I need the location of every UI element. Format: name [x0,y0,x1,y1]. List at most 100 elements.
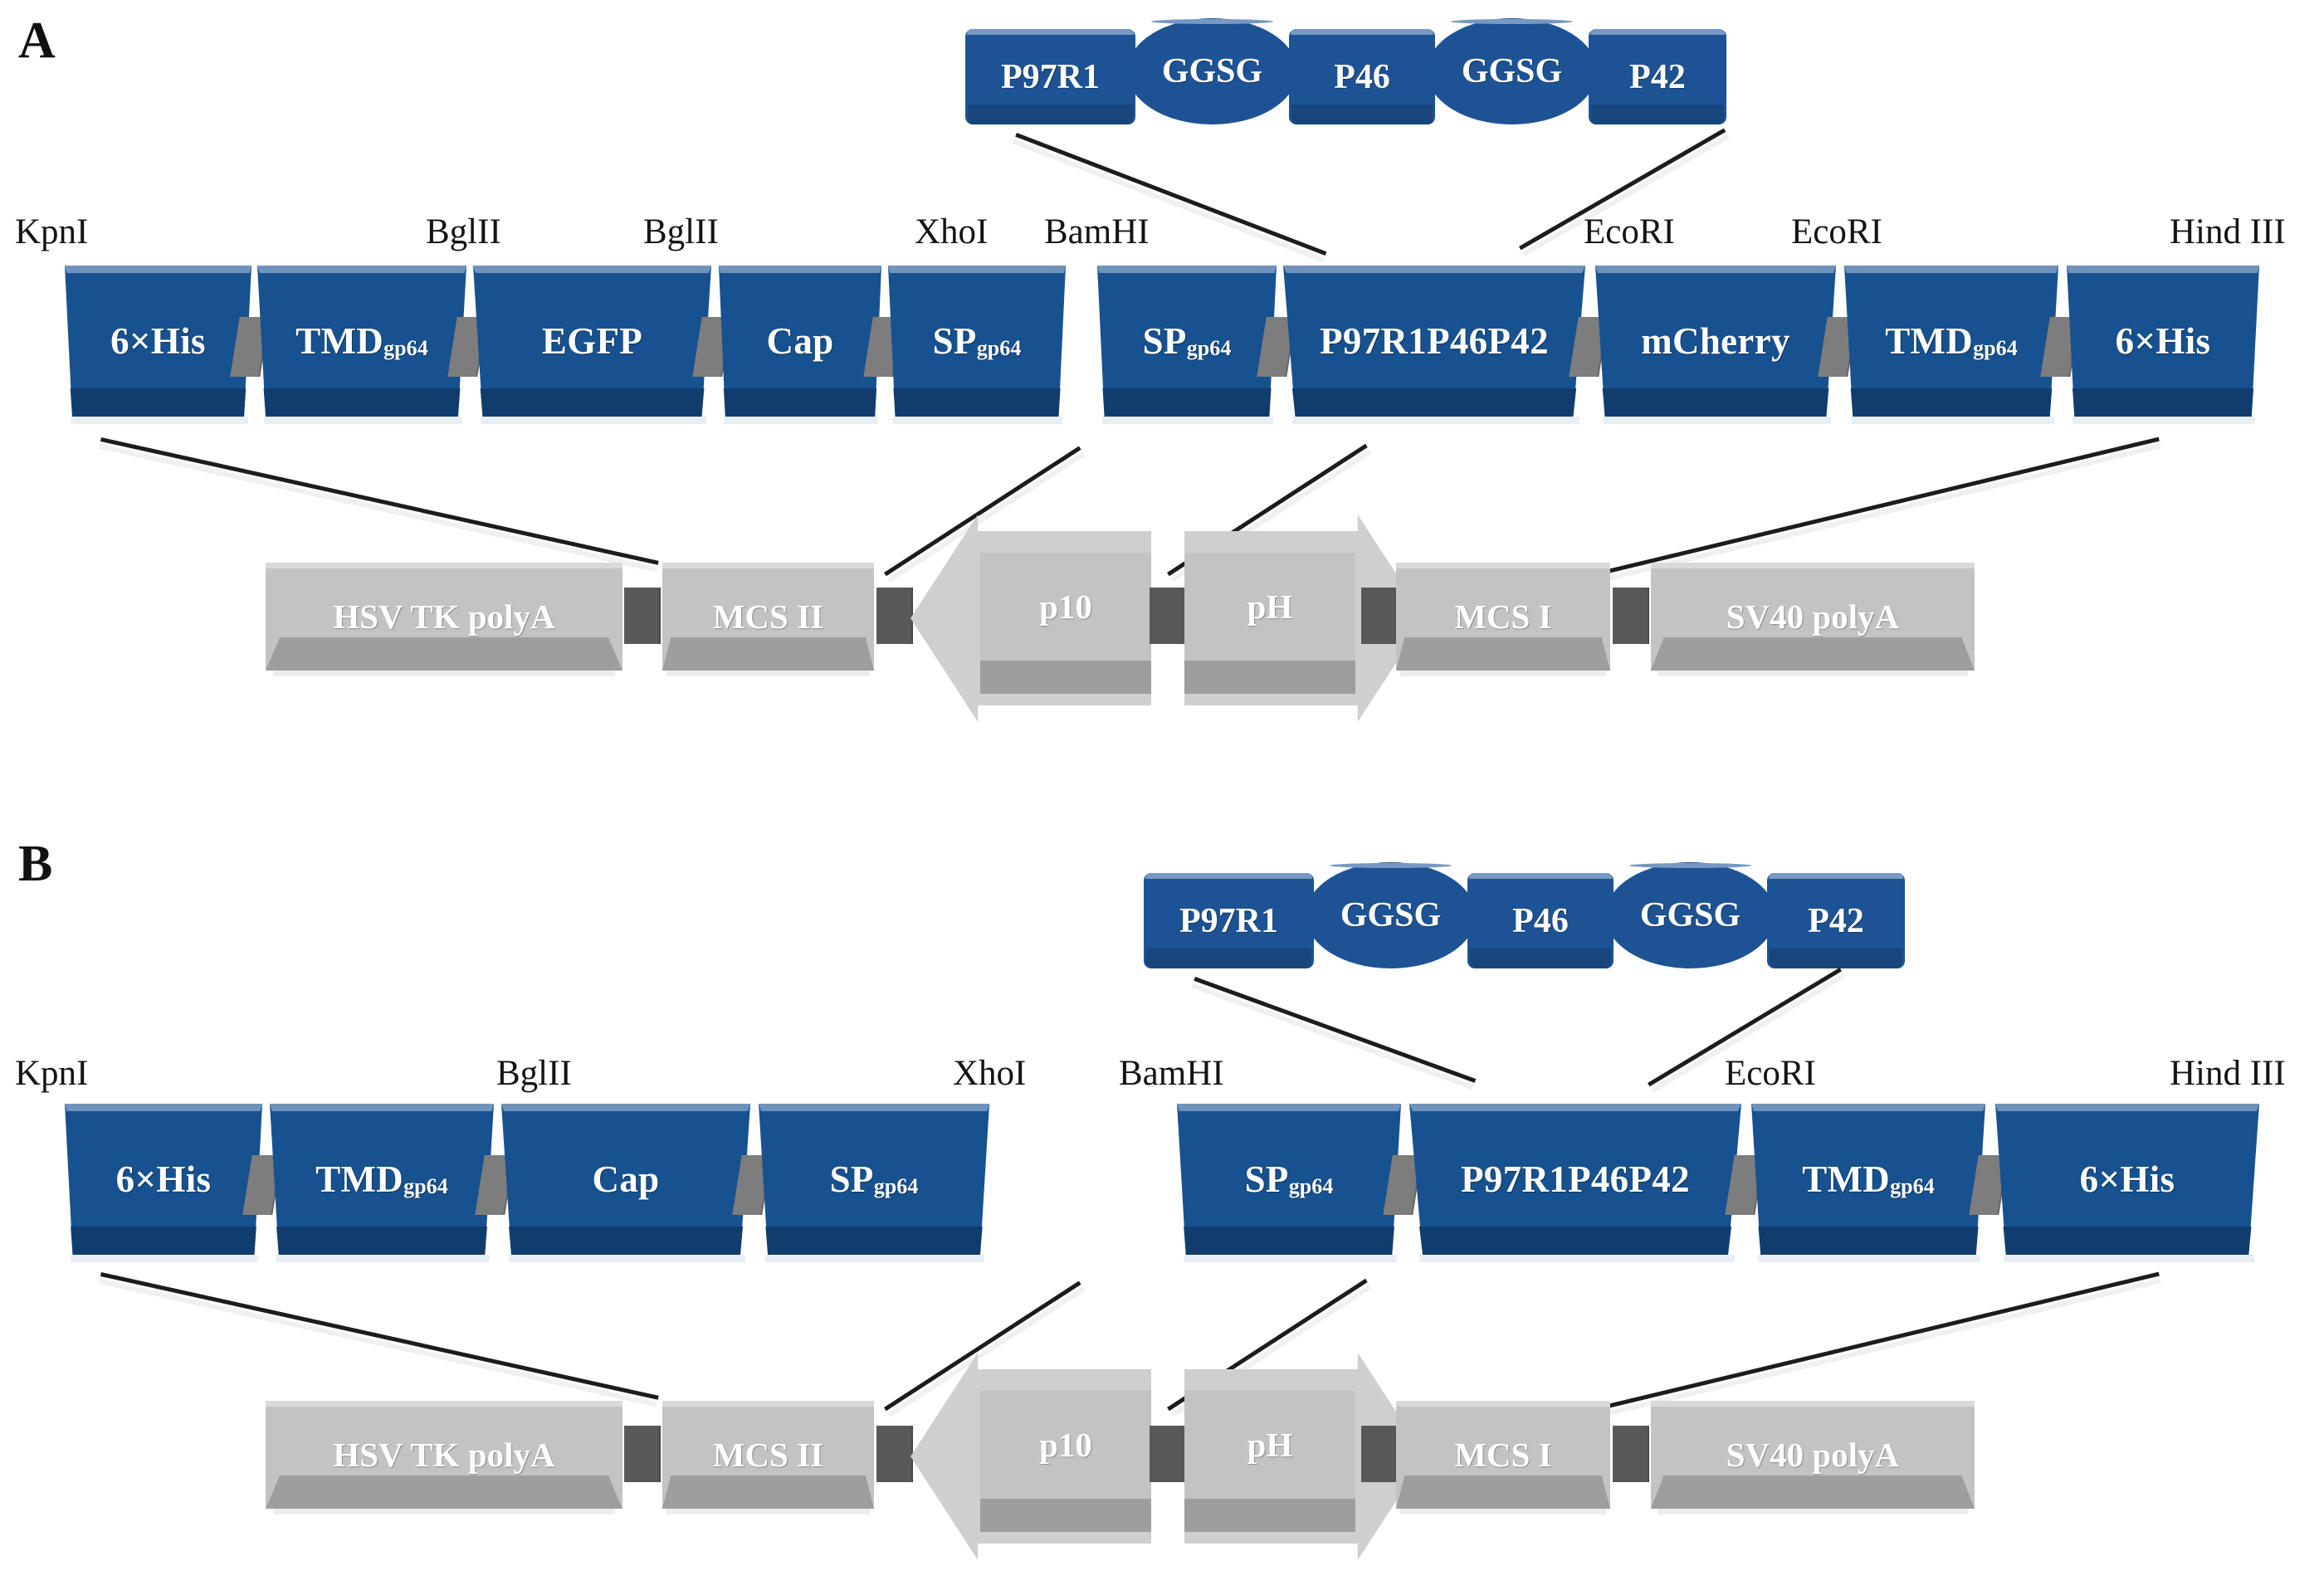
linker-a-bb2 [876,588,913,644]
backbone-block-hsv-tk-polya: HSV TK polyA [266,1401,622,1515]
subscript-gp64: gp64 [1288,1173,1334,1198]
site-label-kpni: KpnI [15,1054,89,1093]
backbone-highlight [662,563,874,568]
block-shade [480,388,705,417]
block-highlight [501,1104,750,1111]
block-highlight [2067,266,2259,273]
subscript-gp64: gp64 [976,335,1022,360]
chip-highlight [1769,873,1903,879]
leader-line-b-mcsii [98,1272,659,1407]
chip-shade [1146,949,1311,968]
block-highlight [65,266,251,273]
block-shade [893,388,1061,417]
backbone-shade [1651,1475,1975,1509]
backbone-shadow [272,1509,616,1515]
block-shade [765,1227,983,1255]
block-shadow [1291,417,1579,424]
backbone-shadow [1400,671,1606,676]
backbone-shade [1396,637,1610,671]
block-highlight [473,266,711,273]
block-highlight [257,266,466,273]
backbone-shade [980,1499,1151,1532]
chip-highlight [1450,19,1574,24]
chip-highlight [1145,873,1312,879]
backbone-block-hsv-tk-polya: HSV TK polyA [266,563,622,676]
promoter-arrow-ph: pH [1184,515,1425,722]
block-shade [1758,1227,1979,1255]
block-shadow [893,417,1062,424]
block-highlight [270,1104,494,1111]
block-shade [2003,1227,2252,1255]
linker-a-bb5 [1613,588,1649,644]
backbone-shade [662,1475,874,1509]
block-shade [70,388,247,417]
gene-block-egfp: EGFP [473,266,711,424]
backbone-block-mcs-i: MCS I [1396,1401,1610,1515]
block-highlight [1995,1104,2259,1111]
block-shade [1850,388,2053,417]
site-label-ecori-1: EcoRI [1584,212,1675,251]
block-shadow [1184,1255,1397,1262]
subscript-gp64: gp64 [383,335,428,360]
backbone-shade [1184,661,1355,694]
fusion-segment-p42: P42 [1589,29,1726,124]
backbone-shade [266,1475,622,1509]
block-shadow [1602,417,1832,424]
leader-line-a-mcsi [1594,437,2161,584]
chip-shade [1770,949,1902,968]
backbone-shadow [1657,671,1969,676]
gene-block-6xhis-left: 6×His [65,266,251,424]
chip-highlight [1628,863,1752,868]
fusion-segment-p46: P46 [1289,29,1435,124]
block-highlight [1844,266,2058,273]
block-shade [723,388,877,417]
chip-highlight [1329,863,1452,868]
backbone-shadow [666,1509,870,1515]
block-shadow [509,1255,745,1262]
block-highlight [888,266,1066,273]
linker-a-bb3 [1150,588,1186,644]
leader-line-b-mcsi [1594,1271,2161,1419]
fusion-segment-ggsg-1: GGSG [1306,862,1476,968]
chip-shade [1470,949,1611,968]
block-shadow [480,417,707,424]
backbone-block-sv40-polya: SV40 polyA [1651,563,1975,676]
fusion-segment-ggsg-1: GGSG [1127,18,1297,124]
site-label-ecori: EcoRI [1725,1054,1816,1093]
backbone-shade [1396,1475,1610,1509]
panel-letter-a: A [18,12,56,69]
linker-b-bb4 [1361,1426,1398,1482]
subscript-gp64: gp64 [1890,1173,1935,1198]
backbone-shade [662,637,874,671]
chip-shade [968,105,1133,124]
site-label-xhoi: XhoI [915,212,989,251]
backbone-shadow [666,671,870,676]
backbone-shadow [1657,1509,1969,1515]
backbone-block-mcs-ii: MCS II [662,1401,874,1515]
chip-highlight [1469,873,1612,879]
block-shade [71,1227,256,1255]
block-shadow [1102,417,1273,424]
backbone-highlight [266,563,622,568]
block-highlight [1177,1104,1401,1111]
backbone-highlight [1396,1401,1610,1407]
backbone-highlight [662,1401,874,1407]
block-shade [1291,388,1577,417]
backbone-highlight [1396,563,1610,568]
backbone-shade [980,661,1151,694]
backbone-shade [266,637,622,671]
leader-line-fusion-left [1191,977,1477,1090]
block-shadow [2072,417,2256,424]
site-label-hindiii: Hind III [2170,212,2286,251]
linker-a-bb4 [1361,588,1398,644]
block-shadow [1850,417,2054,424]
linker-b-bb1 [624,1426,661,1482]
block-shadow [765,1255,985,1262]
chip-highlight [1590,29,1725,35]
promoter-arrow-p10: p10 [911,515,1151,722]
